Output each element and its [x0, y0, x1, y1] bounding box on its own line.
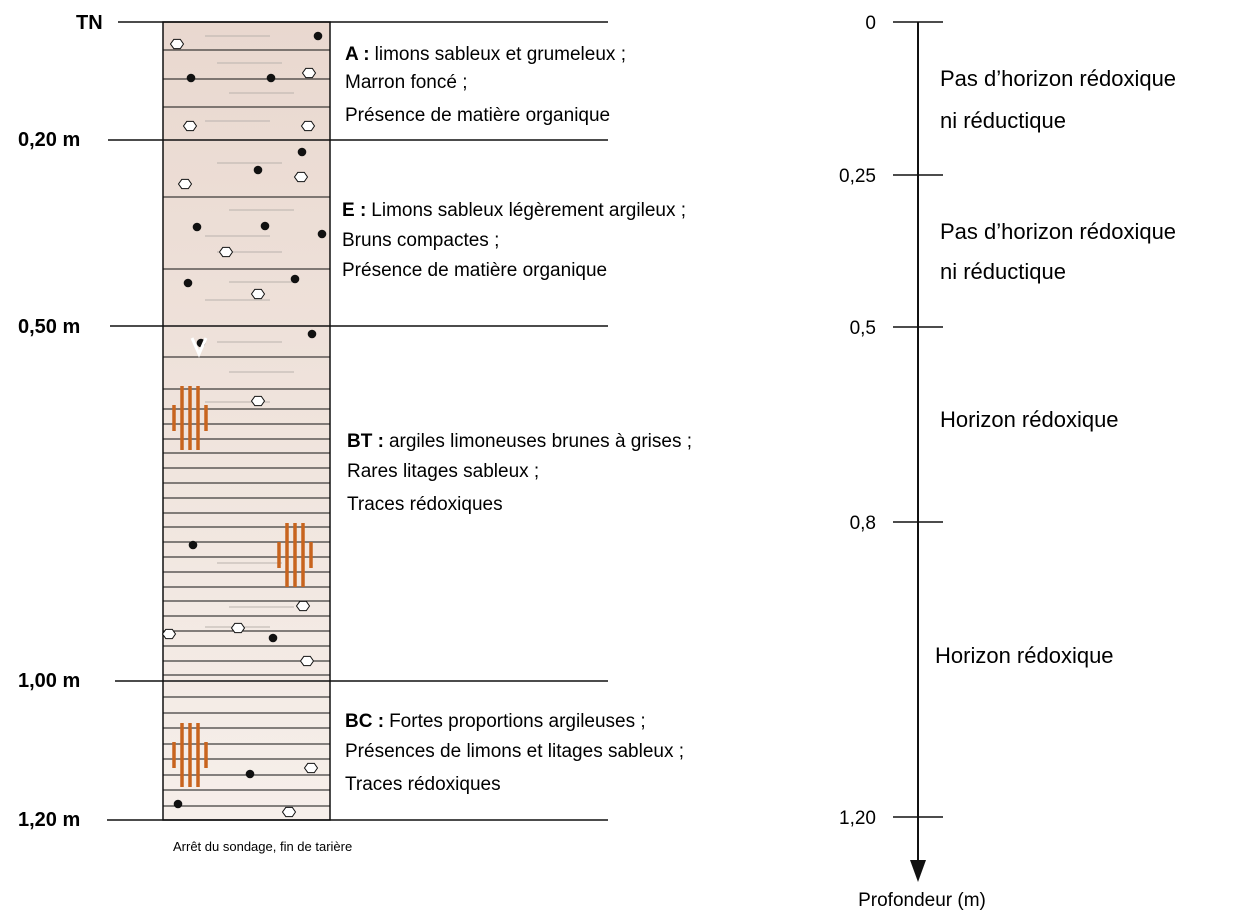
svg-text:Traces rédoxiques: Traces rédoxiques [347, 494, 503, 515]
pebble-hexagon [295, 600, 311, 612]
svg-text:Traces rédoxiques: Traces rédoxiques [345, 774, 501, 795]
layer-code: BC : [345, 711, 384, 732]
svg-text:Rares litages sableux ;: Rares litages sableux ; [347, 461, 539, 482]
svg-text:Présence de matière organique: Présence de matière organique [345, 105, 610, 126]
gravel-dot [188, 540, 198, 550]
soil-symbols [161, 31, 327, 818]
gravel-dot [307, 329, 317, 339]
pebble-hexagon [177, 178, 193, 190]
svg-text:BC :Fortes proportions argileu: BC :Fortes proportions argileuses ; [345, 711, 646, 732]
depth-label-0-50: 0,50 m [18, 316, 80, 338]
svg-text:Présence de matière organique: Présence de matière organique [342, 260, 607, 281]
svg-text:ni réductique: ni réductique [940, 259, 1066, 284]
scale-tick-label: 0,5 [850, 318, 876, 339]
svg-text:Horizon rédoxique: Horizon rédoxique [935, 643, 1114, 668]
gravel-dot [266, 73, 276, 83]
layer-code: A : [345, 44, 370, 65]
scale-tick-label: 0 [865, 13, 876, 34]
svg-text:Marron foncé ;: Marron foncé ; [345, 72, 468, 93]
layer-description-a: A :limons sableux et grumeleux ; Marron … [345, 44, 626, 126]
gravel-dot [268, 633, 278, 643]
bottom-note: Arrêt du sondage, fin de tarière [173, 839, 352, 854]
layer-description-bc: BC :Fortes proportions argileuses ; Prés… [345, 711, 684, 795]
pebble-hexagon [293, 171, 309, 183]
pebble-hexagon [182, 120, 198, 132]
svg-text:Pas d’horizon rédoxique: Pas d’horizon rédoxique [940, 219, 1176, 244]
pebble-hexagon [218, 246, 234, 258]
gravel-dot [317, 229, 327, 239]
depth-label-tn: TN [76, 12, 103, 34]
gravel-dot [290, 274, 300, 284]
scale-tick-label: 0,8 [850, 513, 876, 534]
gravel-dot [245, 769, 255, 779]
depth-axis-arrow-icon [910, 860, 926, 882]
gravel-dot [253, 165, 263, 175]
pebble-hexagon [300, 120, 316, 132]
gravel-dot [173, 799, 183, 809]
pebble-hexagon [161, 628, 177, 640]
pebble-hexagon [303, 762, 319, 774]
svg-text:Bruns compactes ;: Bruns compactes ; [342, 230, 499, 251]
depth-scale: 0 0,25 0,5 0,8 1,20 Profondeur (m) [839, 13, 986, 911]
horizon-label-4: Horizon rédoxique [935, 643, 1114, 668]
depth-label-1-20: 1,20 m [18, 809, 80, 831]
pebble-hexagon [281, 806, 297, 818]
axis-title: Profondeur (m) [858, 890, 986, 911]
pebble-hexagon [230, 622, 246, 634]
gravel-dot [297, 147, 307, 157]
horizon-label-2: Pas d’horizon rédoxique ni réductique [940, 219, 1176, 284]
svg-text:E :Limons sableux légèrement a: E :Limons sableux légèrement argileux ; [342, 200, 686, 221]
gravel-dot [183, 278, 193, 288]
svg-text:A :limons sableux et grumeleux: A :limons sableux et grumeleux ; [345, 44, 626, 65]
layer-code: E : [342, 200, 366, 221]
horizon-label-3: Horizon rédoxique [940, 407, 1119, 432]
gravel-dot [313, 31, 323, 41]
pebble-hexagon [250, 395, 266, 407]
scale-tick-label: 0,25 [839, 166, 876, 187]
scale-tick-label: 1,20 [839, 808, 876, 829]
depth-label-0-20: 0,20 m [18, 129, 80, 151]
pebble-hexagon [299, 655, 315, 667]
soil-column [162, 21, 331, 821]
v-mark [190, 337, 208, 358]
layer-description-bt: BT :argiles limoneuses brunes à grises ;… [347, 431, 692, 515]
svg-text:ni réductique: ni réductique [940, 108, 1066, 133]
svg-text:Présences de limons et litages: Présences de limons et litages sableux ; [345, 741, 684, 762]
gravel-dot [192, 222, 202, 232]
svg-text:Horizon rédoxique: Horizon rédoxique [940, 407, 1119, 432]
svg-text:BT :argiles limoneuses brunes: BT :argiles limoneuses brunes à grises ; [347, 431, 692, 452]
gravel-dot [186, 73, 196, 83]
pebble-hexagon [250, 288, 266, 300]
pebble-hexagon [169, 38, 185, 50]
horizon-label-1: Pas d’horizon rédoxique ni réductique [940, 66, 1176, 133]
pebble-hexagon [301, 67, 317, 79]
svg-text:Pas d’horizon rédoxique: Pas d’horizon rédoxique [940, 66, 1176, 91]
layer-description-e: E :Limons sableux légèrement argileux ; … [342, 200, 686, 281]
gravel-dot [260, 221, 270, 231]
layer-code: BT : [347, 431, 384, 452]
depth-label-1-00: 1,00 m [18, 670, 80, 692]
clay-hatching [163, 49, 330, 807]
